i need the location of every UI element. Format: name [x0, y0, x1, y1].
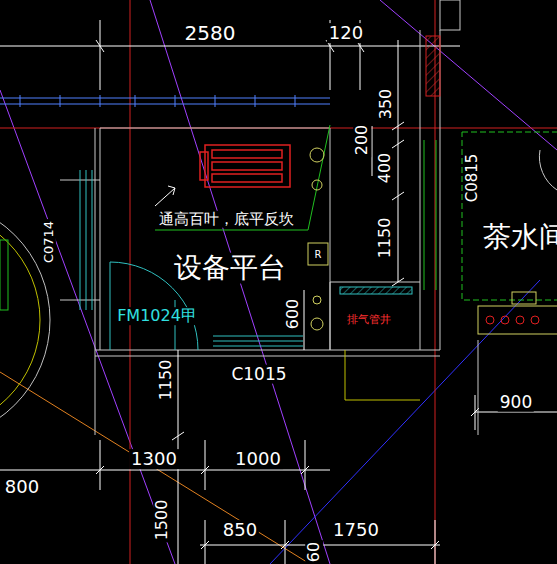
- dimension: 1750: [331, 520, 381, 540]
- dimension: 2580: [183, 22, 238, 44]
- dimension: 1000: [233, 449, 283, 469]
- dimension: 60: [305, 540, 323, 564]
- note: 通高百叶，底平反坎: [157, 211, 296, 228]
- symbol-letter: R: [313, 249, 324, 260]
- room-name: 设备平台: [172, 253, 288, 284]
- shaft-name: 排气管井: [345, 314, 393, 326]
- dimension: 400: [376, 151, 394, 186]
- dimension: 1150: [376, 216, 394, 261]
- dimension: 200: [353, 123, 371, 158]
- dimension: 120: [327, 23, 365, 43]
- dimension: 850: [221, 520, 259, 540]
- dimension: 600: [284, 297, 302, 332]
- dimension: 1150: [157, 358, 175, 403]
- dimension: 350: [377, 87, 395, 122]
- window-tag: C1015: [229, 365, 288, 384]
- window-tag: C0714: [42, 219, 56, 265]
- room-name: 茶水间: [481, 222, 557, 253]
- window-tag: C0815: [464, 152, 481, 205]
- dimension: 1500: [153, 498, 171, 543]
- dimension: 900: [498, 393, 534, 412]
- dimension: 1300: [129, 449, 179, 469]
- door-tag: FM1024甲: [115, 307, 199, 325]
- dimension: 800: [3, 477, 41, 497]
